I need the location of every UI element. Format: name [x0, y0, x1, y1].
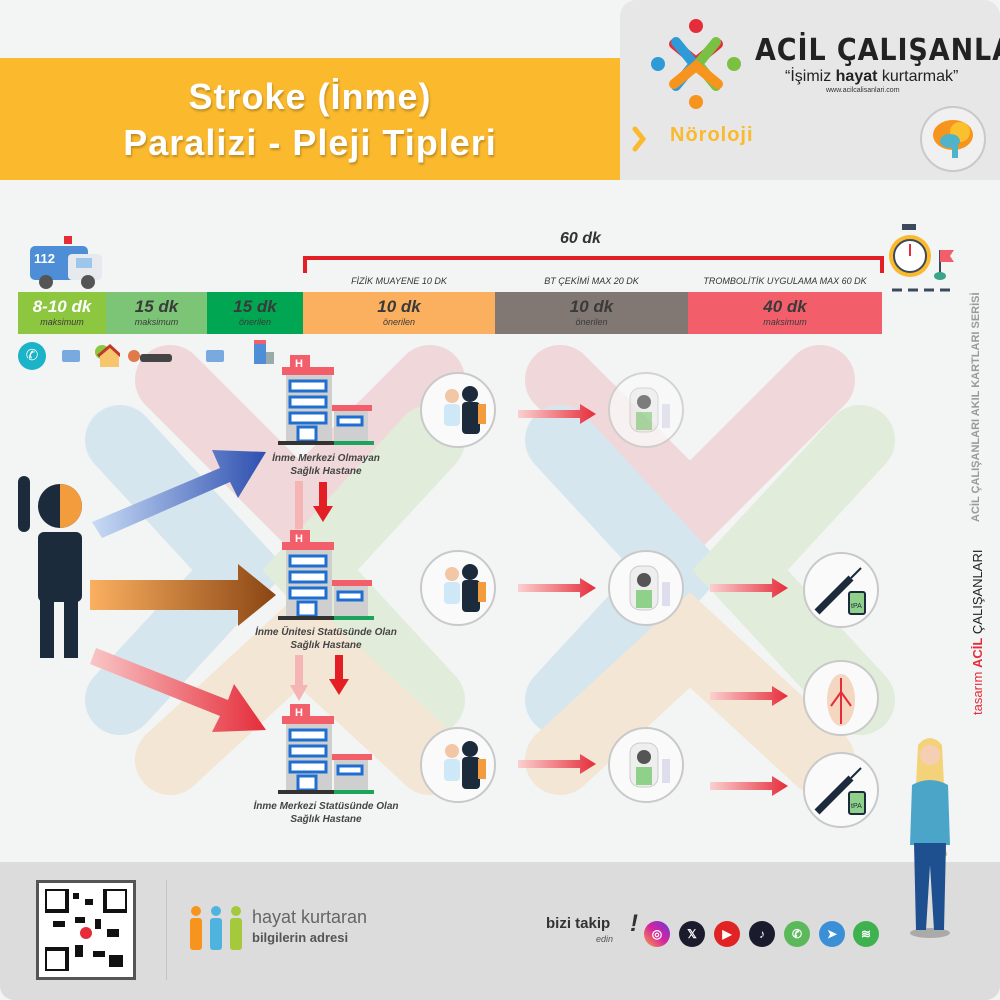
footer-tagline-2: bilgilerin adresi [252, 930, 349, 945]
tiktok-icon[interactable]: ♪ [749, 921, 775, 947]
svg-text:H: H [295, 533, 303, 545]
x-icon[interactable]: 𝕏 [679, 921, 705, 947]
instagram-icon[interactable]: ◎ [644, 921, 670, 947]
qr-code[interactable] [36, 880, 136, 980]
nurse-figure [910, 738, 950, 938]
transfer-arrows [90, 450, 276, 732]
small-ambulance-icon [62, 350, 80, 362]
ct-scan-icon-1 [608, 372, 684, 448]
arrow-to-hospital-2 [90, 564, 276, 626]
tpa-injection-icon-2: tPA [803, 752, 879, 828]
series-label: ACİL ÇALIŞANLARI AKIL KARTLARI SERİSİ [970, 292, 982, 522]
small-ambulance-icon-2 [206, 350, 224, 362]
phase-label-ct: BT ÇEKİMİ MAX 20 DK [544, 276, 639, 286]
ct-scan-icon-2 [608, 550, 684, 626]
footer [0, 862, 1000, 1000]
follow-sub-label: edin [596, 934, 614, 944]
flow-arrows [518, 404, 788, 796]
physical-exam-icon-3 [420, 727, 496, 803]
total-time-label: 60 dk [560, 230, 601, 247]
thrombectomy-anatomy-icon [803, 660, 879, 736]
referral-arrows-upper [295, 481, 333, 529]
brand-name: ACİL ÇALIŞANLARI [755, 33, 1000, 68]
design-credit: tasarım ACİL ÇALIŞANLARI [970, 549, 985, 715]
ambulance-icon: 112 [30, 236, 102, 289]
phone-call-icon: ✆ [18, 342, 46, 370]
brand-website: www.acilcalisanlari.com [826, 87, 900, 94]
small-hospital-icon [254, 340, 274, 364]
footer-divider [166, 880, 167, 980]
physical-exam-icon-1 [420, 372, 496, 448]
people-logo-icon [190, 906, 242, 950]
whatsapp-icon[interactable]: ✆ [784, 921, 810, 947]
phase-label-thrombolytic: TROMBOLİTİK UYGULAMA MAX 60 DK [703, 276, 867, 286]
svg-text:tPA: tPA [851, 803, 862, 810]
svg-text:H: H [295, 358, 303, 370]
brain-icon [920, 106, 986, 172]
total-time-bracket [303, 256, 884, 273]
youtube-icon[interactable]: ▶ [714, 921, 740, 947]
category-label: Nöroloji [670, 124, 754, 146]
hospital-icon-3: H [278, 704, 374, 794]
ct-scan-icon-3 [608, 727, 684, 803]
logo-icon [651, 19, 741, 109]
stopwatch-flag-icon [889, 224, 954, 292]
tpa-injection-icon-1: tPA [803, 552, 879, 628]
spotify-icon[interactable]: ≋ [853, 921, 879, 947]
stroke-patient-figure [18, 476, 82, 658]
title-banner [0, 58, 620, 180]
brand-slogan: “İşimiz hayat kurtarmak” [785, 68, 959, 85]
chevron-right-icon [632, 126, 646, 152]
phase-label-exam: FİZİK MUAYENE 10 DK [351, 276, 447, 286]
title-line-2: Paralizi - Pleji Tipleri [123, 122, 497, 163]
hospital-icon-2: H [278, 530, 374, 620]
ambulance-number: 112 [34, 251, 55, 266]
svg-text:tPA: tPA [851, 603, 862, 610]
follow-label: bizi takip [546, 915, 611, 932]
hospital-icon-1: H [278, 355, 374, 445]
house-icon [95, 344, 120, 367]
svg-text:H: H [295, 707, 303, 719]
title-line-1: Stroke (İnme) [188, 76, 432, 117]
exclamation-mark: ! [630, 910, 638, 937]
referral-arrows-lower [290, 655, 349, 701]
arrow-to-hospital-3 [90, 648, 266, 732]
footer-tagline-1: hayat kurtaran [252, 907, 368, 927]
physical-exam-icon-2 [420, 550, 496, 626]
telegram-icon[interactable]: ➤ [819, 921, 845, 947]
arrow-to-hospital-1 [92, 450, 266, 538]
collapsed-person-icon [128, 350, 172, 362]
